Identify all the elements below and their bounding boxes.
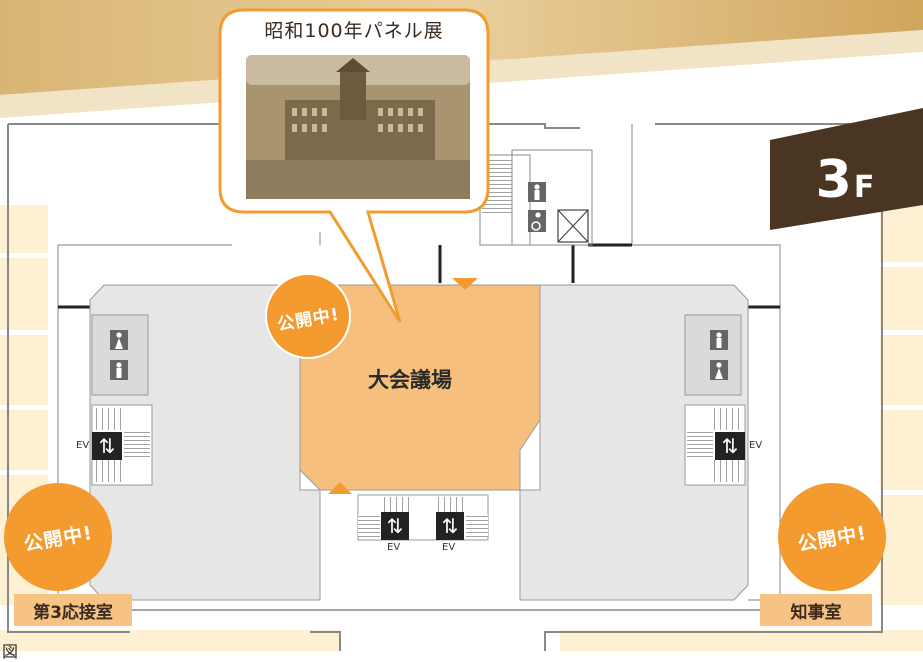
entrance-marker-top [452,278,478,290]
footer-partial-text: 図 [2,642,19,661]
svg-text:⇅: ⇅ [387,514,404,538]
open-badge-governor-circle [778,483,886,591]
open-badge-reception-circle [4,483,112,591]
svg-text:⇅: ⇅ [99,434,116,458]
elevator-left [92,432,122,460]
main-hall-area [299,284,541,491]
governor-room-label[interactable]: 知事室 [760,594,872,626]
elevator-label-bottom-2: EV [442,542,456,553]
floor-number: 3F [815,150,875,210]
main-hall-label: 大会議場 [368,368,452,392]
reception-room-label[interactable]: 第3応接室 [14,594,132,626]
elevator-right [715,432,745,460]
svg-text:⇅: ⇅ [442,514,459,538]
entrance-marker-bottom [328,482,352,494]
elevator-label-bottom-1: EV [387,542,401,553]
svg-text:⇅: ⇅ [722,434,739,458]
elevator-label-left: EV [76,440,90,451]
floor-tag [770,108,923,230]
elevator-label-right: EV [749,440,763,451]
exhibit-title: 昭和100年パネル展 [264,20,444,42]
open-badge-hall-circle [265,273,351,359]
